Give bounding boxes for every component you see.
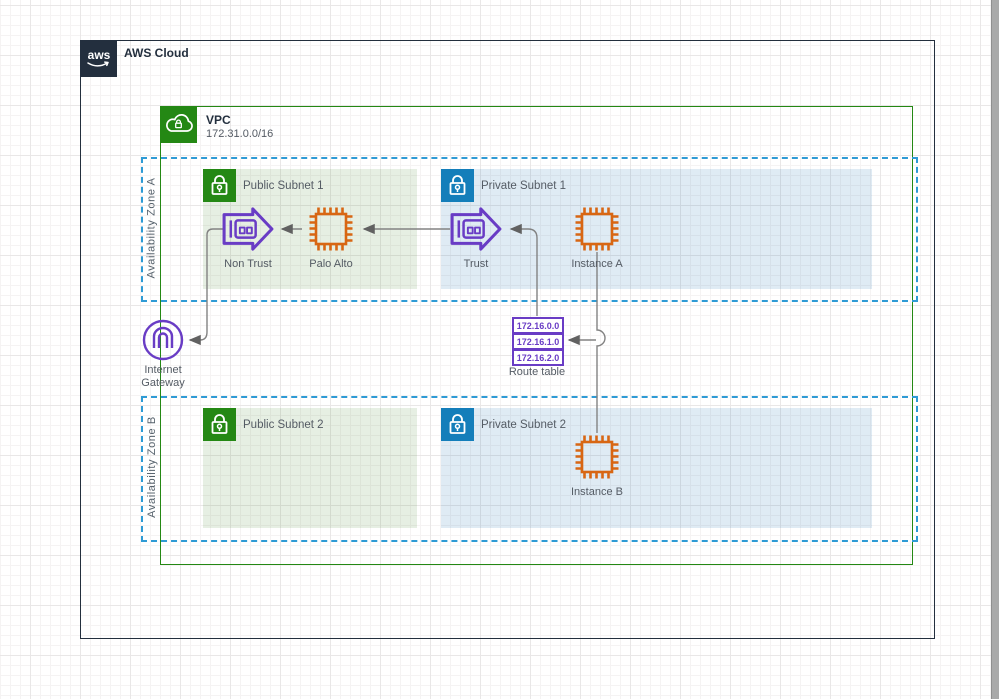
route-table-label: Route table (508, 366, 566, 378)
palo-alto-label: Palo Alto (309, 258, 353, 270)
trust-label: Trust (463, 258, 489, 270)
private-subnet-1[interactable]: Private Subnet 1 (441, 169, 872, 289)
internet-gateway-label-line1: Internet (144, 364, 182, 376)
vpc-title: VPC (206, 113, 231, 127)
instance-b[interactable] (574, 434, 620, 480)
private-subnet-1-label: Private Subnet 1 (481, 179, 567, 192)
public-subnet-lock-icon (203, 169, 236, 202)
internet-gateway[interactable] (142, 319, 184, 361)
internet-gateway-icon (142, 319, 184, 361)
vpc-cidr: 172.31.0.0/16 (206, 128, 274, 140)
vpc-icon (160, 106, 197, 143)
non-trust-label: Non Trust (224, 258, 272, 270)
non-trust-endpoint[interactable] (222, 207, 274, 251)
public-subnet-2-label: Public Subnet 2 (243, 418, 324, 431)
instance-chip-icon (308, 206, 354, 252)
instance-chip-icon (574, 206, 620, 252)
availability-zone-b[interactable] (141, 396, 918, 542)
route-entry-0[interactable]: 172.16.0.0 (512, 317, 564, 334)
availability-zone-a-label: Availability Zone A (146, 176, 158, 279)
instance-chip-icon (574, 434, 620, 480)
aws-logo-text: aws (87, 48, 110, 62)
availability-zone-b-label: Availability Zone B (146, 416, 159, 518)
route-entry-2[interactable]: 172.16.2.0 (512, 349, 564, 366)
private-subnet-lock-icon (441, 408, 474, 441)
private-subnet-lock-icon (441, 169, 474, 202)
public-subnet-1-label: Public Subnet 1 (243, 179, 324, 192)
instance-a[interactable] (574, 206, 620, 252)
private-subnet-2[interactable]: Private Subnet 2 (441, 408, 872, 528)
instance-b-label: Instance B (571, 486, 623, 498)
private-subnet-2-label: Private Subnet 2 (481, 418, 567, 431)
endpoint-arrow-icon (450, 207, 502, 251)
aws-cloud-label: AWS Cloud (124, 46, 189, 60)
public-subnet-lock-icon (203, 408, 236, 441)
aws-logo-icon: aws (80, 40, 117, 77)
aws-cloud-container[interactable] (80, 40, 935, 639)
trust-endpoint[interactable] (450, 207, 502, 251)
internet-gateway-label-line2: Gateway (141, 377, 185, 389)
public-subnet-2[interactable]: Public Subnet 2 (203, 408, 417, 528)
vertical-scrollbar[interactable] (991, 0, 999, 699)
route-entry-1[interactable]: 172.16.1.0 (512, 333, 564, 350)
palo-alto-instance[interactable] (308, 206, 354, 252)
instance-a-label: Instance A (571, 258, 623, 270)
endpoint-arrow-icon (222, 207, 274, 251)
